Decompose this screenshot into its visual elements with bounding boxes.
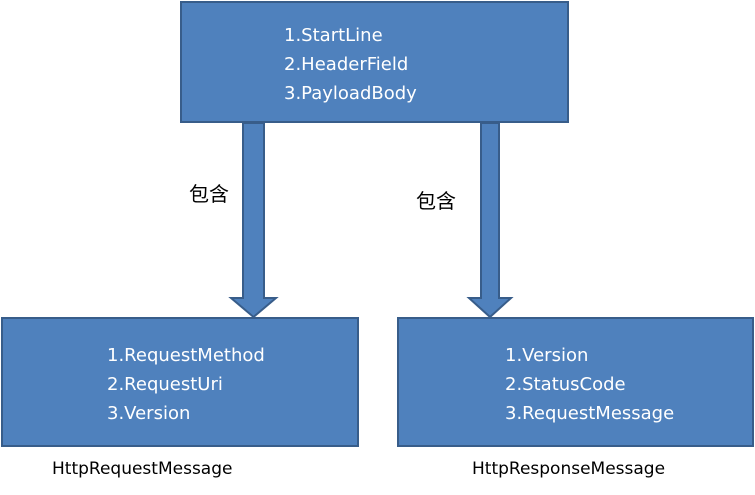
response-box-line-2: 2.StatusCode bbox=[505, 374, 626, 395]
message-box: 1.StartLine 2.HeaderField 3.PayloadBody bbox=[180, 1, 569, 123]
response-box-line-3: 3.RequestMessage bbox=[505, 403, 674, 424]
request-box-line-1: 1.RequestMethod bbox=[107, 345, 265, 366]
response-box: 1.Version 2.StatusCode 3.RequestMessage bbox=[397, 317, 754, 447]
right-contains-arrow bbox=[466, 122, 514, 319]
message-box-line-3: 3.PayloadBody bbox=[284, 83, 417, 104]
right-contains-label: 包含 bbox=[416, 189, 456, 213]
response-box-caption: HttpResponseMessage bbox=[472, 459, 665, 479]
message-box-line-2: 2.HeaderField bbox=[284, 54, 408, 75]
request-box-caption: HttpRequestMessage bbox=[52, 459, 232, 479]
request-box-line-3: 3.Version bbox=[107, 403, 190, 424]
left-contains-label: 包含 bbox=[189, 182, 229, 206]
request-box-line-2: 2.RequestUri bbox=[107, 374, 223, 395]
response-box-shape bbox=[397, 317, 754, 447]
request-box: 1.RequestMethod 2.RequestUri 3.Version bbox=[1, 317, 359, 447]
message-box-shape bbox=[180, 1, 569, 123]
request-box-shape bbox=[1, 317, 359, 447]
message-box-line-1: 1.StartLine bbox=[284, 25, 383, 46]
left-contains-arrow bbox=[228, 122, 279, 319]
response-box-line-1: 1.Version bbox=[505, 345, 588, 366]
